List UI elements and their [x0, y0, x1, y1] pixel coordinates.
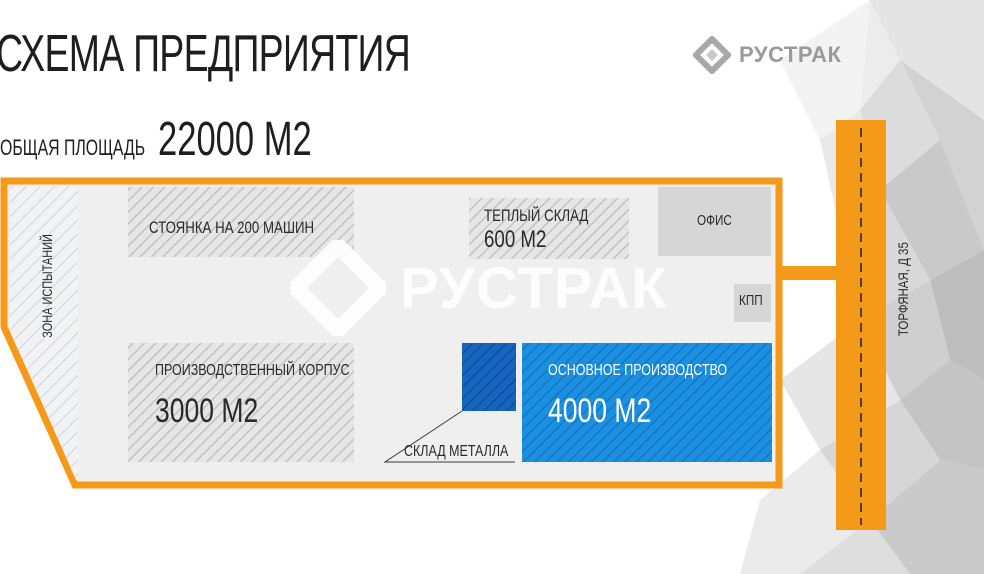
diamond-logo-icon: [693, 36, 731, 74]
watermark-diamond-icon: [290, 240, 386, 336]
warm-storage-area: [469, 198, 629, 259]
test-zone-label: ЗОНА ИСПЫТАНИЙ: [39, 234, 55, 338]
main-production-area-value: 4000 М2: [548, 392, 652, 430]
metal-storage-leader: [383, 410, 515, 463]
main-production-label: ОСНОВНОЕ ПРОИЗВОДСТВО: [548, 362, 728, 379]
office-area: [658, 187, 771, 256]
production-building-area-value: 3000 М2: [155, 392, 259, 430]
checkpoint-label: КПП: [739, 292, 763, 309]
parking-area: [128, 187, 354, 257]
production-building-area: [128, 343, 354, 462]
watermark: РУСТРАК: [290, 240, 668, 336]
parking-label: СТОЯНКА НА 200 МАШИН: [149, 218, 315, 237]
brand-logo: РУСТРАК: [693, 36, 841, 74]
checkpoint-area: [734, 284, 771, 322]
warm-storage-label: ТЕПЛЫЙ СКЛАД: [484, 206, 589, 225]
road-label: ТОРФЯНАЯ, Д 35: [895, 242, 911, 337]
logo-text: РУСТРАК: [739, 42, 842, 67]
total-area: ОБЩАЯ ПЛОЩАДЬ 22000 М2: [0, 112, 372, 167]
office-label: ОФИС: [697, 212, 732, 229]
watermark-text: РУСТРАК: [400, 255, 668, 321]
total-area-value: 22000 М2: [158, 113, 312, 166]
main-production-area: [522, 343, 772, 462]
page-title: СХЕМА ПРЕДПРИЯТИЯ: [0, 25, 411, 83]
total-area-label: ОБЩАЯ ПЛОЩАДЬ: [0, 135, 146, 160]
test-zone-area: [10, 186, 78, 480]
warm-storage-area-value: 600 М2: [484, 226, 547, 253]
metal-storage-area: [462, 343, 516, 411]
metal-storage-label: СКЛАД МЕТАЛЛА: [404, 443, 509, 460]
production-building-label: ПРОИЗВОДСТВЕННЫЙ КОРПУС: [155, 362, 350, 379]
access-road: [776, 266, 838, 280]
